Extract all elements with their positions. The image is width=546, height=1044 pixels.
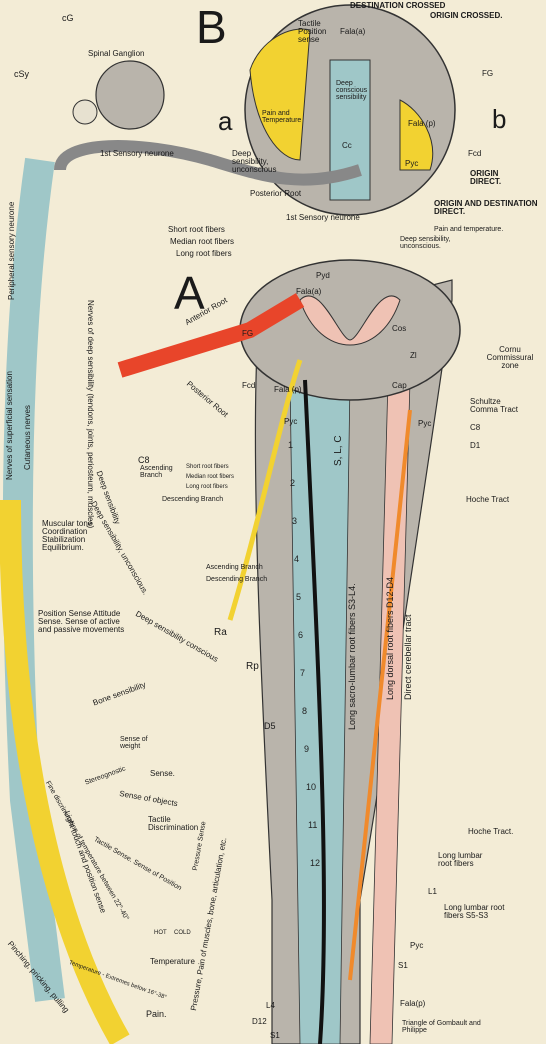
weight-label: Sense of weight bbox=[120, 736, 160, 750]
deep-nerves-label: Nerves of deep sensibility (tendons, joi… bbox=[86, 300, 94, 528]
long-lumbar-label: Long lumbar root fibers bbox=[438, 852, 498, 868]
short-root-b: Short root fibers bbox=[168, 226, 225, 234]
fala-a-b: Fala(a) bbox=[340, 28, 365, 36]
pain-temp-b: Pain and Temperature bbox=[262, 110, 302, 124]
letter-b: B bbox=[196, 4, 227, 50]
pyc-a: Pyc bbox=[284, 418, 297, 426]
long-root-b: Long root fibers bbox=[176, 250, 232, 258]
segment-number: 2 bbox=[290, 478, 295, 488]
deep-unconscious-b: Deep sensibility, unconscious bbox=[232, 150, 272, 174]
rp-label: Rp bbox=[246, 662, 259, 672]
long-dorsal: Long dorsal root fibers D12-D4 bbox=[386, 577, 395, 700]
pain-temp-bottom: Pain and temperature. bbox=[434, 226, 503, 233]
peripheral-label: Peripheral sensory neurone bbox=[8, 202, 16, 300]
position-label: Position Sense Attitude Sense. Sense of … bbox=[38, 610, 128, 634]
pyd-label: Pyd bbox=[316, 272, 330, 280]
section-a-outline bbox=[240, 260, 460, 400]
segment-number: 10 bbox=[306, 782, 316, 792]
ra-label: Ra bbox=[214, 628, 227, 638]
s1-low: S1 bbox=[270, 1032, 280, 1040]
sense-label: Sense. bbox=[150, 770, 175, 778]
zl-label: Zl bbox=[410, 352, 417, 360]
pyc-a-right: Pyc bbox=[418, 420, 431, 428]
direct-cerebellar: Direct cerebellar tract bbox=[404, 614, 413, 700]
segment-number: 6 bbox=[298, 630, 303, 640]
median-a: Median root fibers bbox=[186, 474, 234, 480]
csy-label: cSy bbox=[14, 70, 29, 79]
long-a: Long root fibers bbox=[186, 484, 228, 490]
s1-label: S1 bbox=[398, 962, 408, 970]
segment-number: 4 bbox=[294, 554, 299, 564]
label-a-small: a bbox=[218, 108, 232, 134]
label-b-small: b bbox=[492, 106, 506, 132]
segment-number: 8 bbox=[302, 706, 307, 716]
posterior-root-b: Posterior Root bbox=[250, 190, 301, 198]
c8-right: C8 bbox=[470, 424, 480, 432]
l1-label: L1 bbox=[428, 888, 437, 896]
cos-label: Cos bbox=[392, 325, 406, 333]
cold-label: COLD bbox=[174, 930, 191, 936]
l4-label: L4 bbox=[266, 1002, 275, 1010]
d12-label: D12 bbox=[252, 1018, 267, 1026]
triangle-label: Triangle of Gombault and Philippe bbox=[402, 1020, 492, 1034]
segment-number: 11 bbox=[308, 820, 317, 830]
segment-number: 5 bbox=[296, 592, 301, 602]
cutaneous-label: Cutaneous nerves bbox=[24, 405, 32, 470]
slc-label: S, L, C bbox=[334, 435, 344, 466]
sympathetic-cell bbox=[73, 100, 97, 124]
long-sacro: Long sacro-lumbar root fibers S3-L4. bbox=[348, 583, 357, 730]
fala-p-a: Fala (p) bbox=[274, 386, 302, 394]
pain-label: Pain. bbox=[146, 1010, 167, 1019]
segment-number: 1 bbox=[288, 440, 293, 450]
d1-label: D1 bbox=[470, 442, 480, 450]
c8-label: C8 bbox=[138, 456, 150, 465]
segment-number: 9 bbox=[304, 744, 309, 754]
origin-crossed: ORIGIN CROSSED. bbox=[430, 12, 502, 20]
hoche-label: Hoche Tract bbox=[466, 496, 509, 504]
temperature-label: Temperature bbox=[150, 958, 195, 966]
fcd-a: Fcd bbox=[242, 382, 255, 390]
fg-a: FG bbox=[242, 330, 253, 338]
fg-b: FG bbox=[482, 70, 493, 78]
superficial-label: Nerves of superficial sensation bbox=[6, 371, 14, 480]
asc-branch2-label: Ascending Branch bbox=[206, 564, 263, 571]
pyc-b: Pyc bbox=[405, 160, 418, 168]
segment-number: 3 bbox=[292, 516, 297, 526]
deep-unconscious-bottom: Deep sensibility, unconscious. bbox=[400, 236, 480, 250]
destination-crossed: DESTINATION CROSSED bbox=[350, 2, 445, 10]
pyc-low: Pyc bbox=[410, 942, 423, 950]
fcd-b: Fcd bbox=[468, 150, 481, 158]
asc-branch-label: Ascending Branch bbox=[140, 465, 180, 479]
origin-dest-direct: ORIGIN AND DESTINATION DIRECT. bbox=[434, 200, 544, 216]
fala-a-a: Fala(a) bbox=[296, 288, 321, 296]
long-lumbar-s: Long lumbar root fibers S5-S3 bbox=[444, 904, 514, 920]
cg-label: cG bbox=[62, 14, 74, 23]
d5-label: D5 bbox=[264, 722, 276, 731]
fala-p-b: Fala (p) bbox=[408, 120, 438, 128]
desc-branch2-label: Descending Branch bbox=[206, 576, 267, 583]
cc-b: Cc bbox=[342, 142, 352, 150]
schultze-label: Schultze Comma Tract bbox=[470, 398, 530, 414]
spinal-ganglion-label: Spinal Ganglion bbox=[88, 50, 144, 58]
first-sensory-label: 1st Sensory neurone bbox=[100, 150, 174, 158]
spinal-ganglion bbox=[96, 61, 164, 129]
hoche2-label: Hoche Tract. bbox=[468, 828, 513, 836]
hot-label: HOT bbox=[154, 930, 167, 936]
desc-branch-label: Descending Branch bbox=[162, 496, 223, 503]
segment-number: 7 bbox=[300, 668, 305, 678]
cap-label: Cap bbox=[392, 382, 407, 390]
origin-direct: ORIGIN DIRECT. bbox=[470, 170, 530, 186]
segment-number: 12 bbox=[310, 858, 320, 868]
short-a: Short root fibers bbox=[186, 464, 229, 470]
fala-p-low: Fala(p) bbox=[400, 1000, 425, 1008]
cornu-label: Cornu Commissural zone bbox=[480, 346, 540, 370]
median-root-b: Median root fibers bbox=[170, 238, 234, 246]
deep-conscious-b: Deep conscious sensibility bbox=[336, 80, 370, 101]
first-neurone-b: 1st Sensory neurone bbox=[286, 214, 360, 222]
